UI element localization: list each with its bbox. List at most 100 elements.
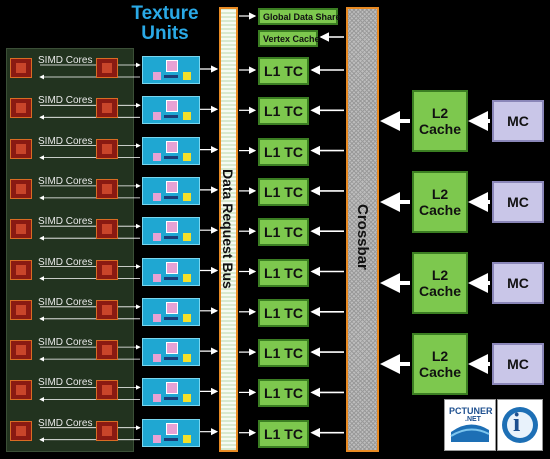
l1-texture-cache: L1 TC [258, 57, 309, 85]
texture-bar [164, 155, 178, 159]
texture-cache-icon [183, 394, 191, 403]
simd-cores-label: SIMD Cores [38, 55, 93, 66]
texture-unit-block [142, 217, 200, 246]
chip-core-icon [102, 425, 112, 436]
texture-unit-block [142, 176, 200, 205]
texture-filter-icon [166, 382, 178, 395]
simd-chip-icon [10, 259, 32, 280]
l1-texture-cache: L1 TC [258, 218, 309, 247]
l1-texture-cache: L1 TC [258, 298, 309, 327]
chip-core-icon [102, 103, 112, 114]
texture-unit-block [142, 96, 200, 125]
texture-bar [164, 397, 178, 401]
simd-chip-icon [10, 219, 32, 240]
chip-core-icon [16, 183, 26, 194]
arrows-group [39, 12, 490, 443]
crossbar-label: Crossbar [354, 204, 371, 270]
simd-cores-label: SIMD Cores [38, 377, 93, 389]
texture-unit-block [142, 136, 200, 165]
texture-bar [164, 276, 178, 280]
info-glyph: i [513, 408, 521, 437]
info-logo: i [497, 399, 543, 451]
chip-core-icon [102, 63, 112, 73]
chip-core-icon [102, 385, 112, 396]
l1-texture-cache: L1 TC [258, 339, 309, 368]
chip-core-icon [102, 224, 112, 235]
texture-address-icon [153, 273, 161, 282]
texture-filter-icon [166, 342, 178, 355]
simd-chip-icon [96, 178, 118, 199]
texture-address-icon [153, 112, 161, 121]
simd-chip-icon [96, 58, 118, 78]
simd-chip-icon [96, 420, 118, 441]
texture-bar [164, 316, 178, 320]
chip-core-icon [16, 103, 26, 114]
texture-cache-icon [183, 434, 191, 443]
crossbar: Crossbar [346, 7, 379, 452]
simd-cores-label: SIMD Cores [38, 417, 93, 429]
simd-chip-icon [96, 259, 118, 280]
simd-chip-icon [10, 178, 32, 199]
texture-filter-icon [166, 100, 178, 113]
chip-core-icon [102, 345, 112, 356]
memory-controller: MC [492, 343, 544, 385]
texture-bar [164, 236, 178, 240]
texture-address-icon [153, 434, 161, 443]
chip-core-icon [16, 63, 26, 73]
chip-core-icon [102, 304, 112, 315]
texture-address-icon [153, 313, 161, 322]
texture-unit-block [142, 257, 200, 286]
texture-cache-icon [183, 273, 191, 282]
chip-core-icon [16, 345, 26, 356]
vertex-cache: Vertex Cache [258, 30, 320, 47]
l2-cache: L2 Cache [412, 333, 468, 395]
simd-chip-icon [96, 219, 118, 240]
texture-filter-icon [166, 301, 178, 314]
texture-address-icon [153, 192, 161, 201]
memory-controller: MC [492, 262, 544, 304]
texture-unit-block [142, 297, 200, 326]
chip-core-icon [16, 425, 26, 436]
chip-core-icon [16, 385, 26, 396]
texture-filter-icon [166, 140, 178, 153]
global-data-share: Global Data Share [258, 8, 341, 25]
texture-filter-icon [166, 422, 178, 435]
pctuner-text: PCTUNER [449, 406, 493, 416]
pctuner-net: .NET [465, 416, 481, 423]
simd-cores-label: SIMD Cores [38, 256, 93, 268]
texture-address-icon [153, 233, 161, 242]
texture-cache-icon [183, 313, 191, 322]
chip-core-icon [16, 143, 26, 154]
simd-cores-label: SIMD Cores [38, 175, 93, 187]
l1-texture-cache: L1 TC [258, 137, 309, 166]
texture-cache-icon [183, 192, 191, 201]
simd-cores-label: SIMD Cores [38, 296, 93, 308]
l1-texture-cache: L1 TC [258, 258, 309, 287]
texture-filter-icon [166, 261, 178, 274]
chip-core-icon [16, 224, 26, 235]
texture-filter-icon [166, 60, 178, 72]
texture-address-icon [153, 354, 161, 363]
chip-core-icon [102, 183, 112, 194]
texture-bar [164, 437, 178, 441]
simd-chip-icon [10, 299, 32, 320]
chip-core-icon [16, 304, 26, 315]
l2-cache: L2 Cache [412, 252, 468, 314]
texture-cache-icon [183, 112, 191, 121]
texture-filter-icon [166, 221, 178, 234]
simd-chip-icon [10, 380, 32, 401]
l2-cache: L2 Cache [412, 171, 468, 233]
texture-filter-icon [166, 180, 178, 193]
texture-bar [164, 357, 178, 361]
simd-cores-label: SIMD Cores [38, 135, 93, 147]
simd-chip-icon [96, 380, 118, 401]
texture-cache-icon [183, 72, 191, 80]
data-request-bus: Data Request Bus [219, 7, 238, 452]
texture-unit-block [142, 338, 200, 367]
texture-bar [164, 195, 178, 199]
simd-chip-icon [96, 98, 118, 119]
texture-units-title: Texture Units [131, 3, 199, 44]
l2-cache: L2 Cache [412, 90, 468, 152]
